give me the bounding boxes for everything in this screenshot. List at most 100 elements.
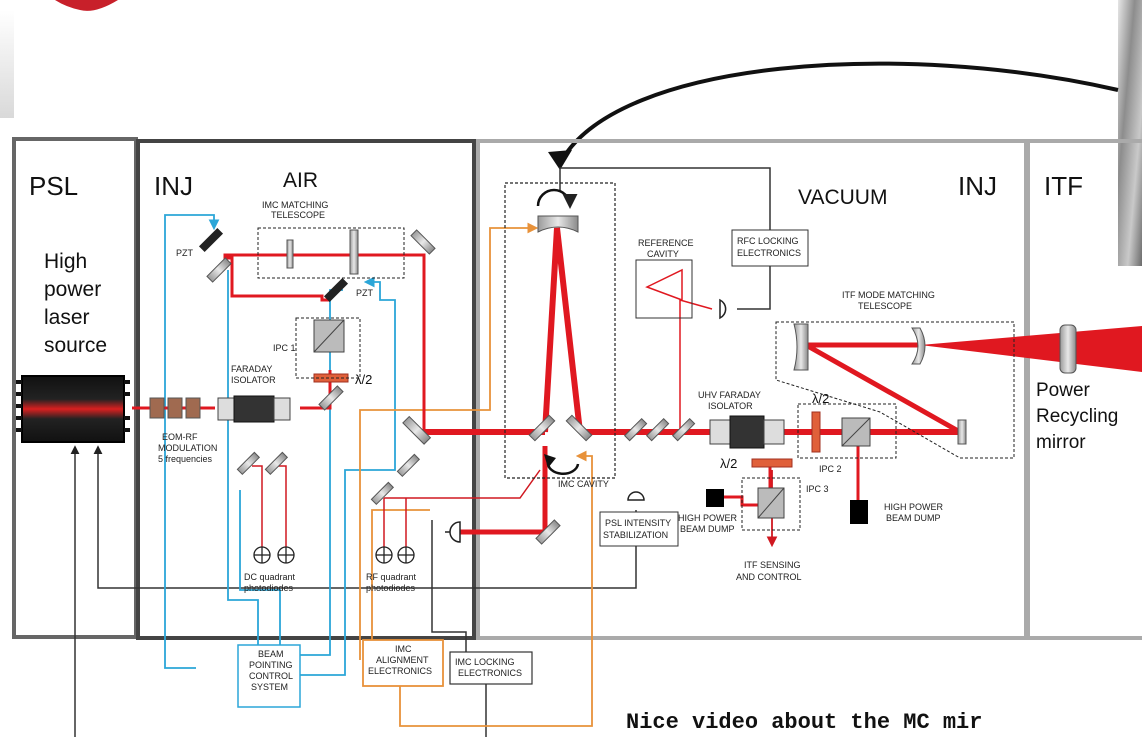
- hp-dump-2-label: HIGH POWER BEAM DUMP: [884, 502, 946, 523]
- imc-end-mirror: [537, 215, 579, 233]
- dc-quadrant-label: DC quadrant photodiodes: [244, 572, 298, 593]
- eom-rf-modulators: [149, 397, 201, 419]
- inj-vacuum-title: INJ: [958, 171, 997, 201]
- image-edge: [0, 10, 14, 118]
- hp-beam-dump-1: [706, 489, 724, 507]
- pzt-2-label: PZT: [356, 288, 374, 298]
- uhv-faraday-isolator: [709, 415, 785, 449]
- curved-arrow: [560, 61, 1119, 162]
- imc-locking-feed: [431, 520, 467, 655]
- pzt-mirror-2: [323, 277, 349, 303]
- beam-pointing-label: BEAM POINTING CONTROL SYSTEM: [249, 649, 295, 692]
- lambda-half-3-label: λ/2: [720, 456, 737, 471]
- orange-feedback-1: [359, 222, 539, 660]
- blue-pzt-1: [164, 214, 220, 669]
- imc-input-mirrors: [528, 414, 593, 545]
- orange-feedback-3: [399, 450, 593, 727]
- pzt-mirror-1: [198, 227, 224, 253]
- rf-pickoff-line: [384, 469, 541, 499]
- beam-imc-cavity: [542, 227, 583, 433]
- itf-description: Power Recycling mirror: [1036, 380, 1124, 453]
- rfc-locking-label: RFC LOCKING ELECTRONICS: [737, 236, 801, 258]
- faraday-label: FARADAY ISOLATOR: [231, 364, 276, 385]
- half-wave-plate-3: [751, 458, 793, 468]
- ipc1-box: [295, 317, 361, 379]
- vacuum-title: VACUUM: [798, 186, 887, 209]
- reference-cavity-label: REFERENCE CAVITY: [638, 238, 696, 259]
- blue-pzt-2: [300, 276, 396, 676]
- air-mirrors: [206, 229, 436, 506]
- ipc2-label: IPC 2: [819, 464, 842, 474]
- itf-frame: [1026, 139, 1142, 640]
- beam-faraday-out: [300, 370, 332, 410]
- eom-label: EOM-RF MODULATION 5 frequencies: [158, 432, 220, 464]
- blue-feedback-1: [227, 270, 259, 645]
- beam-ref-cavity: [645, 268, 683, 302]
- uhv-faraday-label: UHV FARADAY ISOLATOR: [698, 390, 763, 411]
- reference-cavity-box: [635, 259, 693, 319]
- hp-beam-dump-2: [850, 500, 868, 524]
- imc-matching-label: IMC MATCHING TELESCOPE: [262, 200, 331, 220]
- curved-arrow-head: [548, 150, 572, 170]
- faraday-isolator: [217, 395, 291, 423]
- inj-air-frame: [136, 139, 476, 640]
- rfc-locking-box: [731, 229, 809, 267]
- blue-feedback-2: [239, 490, 281, 645]
- imc-matching-telescope-box: [257, 227, 405, 279]
- dc-quadrant-feed-1: [252, 465, 263, 548]
- ipc1-label: IPC 1: [273, 343, 296, 353]
- imc-cavity-box: [504, 182, 616, 479]
- psl-control-loop: [93, 445, 637, 589]
- half-wave-plate-2: [811, 411, 821, 453]
- itf-sensing-label: ITF SENSING AND CONTROL: [736, 560, 803, 582]
- itf-title: ITF: [1044, 171, 1083, 201]
- beam-pointing-box: [237, 644, 301, 708]
- rfc-loop: [559, 167, 771, 310]
- rf-quadrant-label: RF quadrant photodiodes: [366, 572, 419, 593]
- rf-quadrant-photodiodes: [375, 546, 415, 564]
- video-caption: Nice video about the MC mir: [626, 710, 982, 735]
- dc-quadrant-feed-2: [278, 465, 287, 548]
- imc-alignment-box: [362, 639, 444, 687]
- laser-source-body: [21, 375, 125, 443]
- laser-source-fins: [16, 380, 130, 432]
- logo-fragment: [55, 0, 118, 11]
- hp-dump-1-label: HIGH POWER BEAM DUMP: [678, 513, 740, 534]
- beam-itf-mm-1: [796, 342, 962, 435]
- imc-rotation-arrow-bottom: [546, 461, 580, 476]
- imc-locking-box: [449, 651, 533, 685]
- imc-locking-detector: [449, 521, 461, 543]
- itf-mode-matching-box: [775, 321, 1015, 459]
- ipc2-box: [797, 403, 897, 459]
- reference-cavity-detector: [719, 298, 727, 320]
- ipc3-label: IPC 3: [806, 484, 829, 494]
- orange-feedback-4: [371, 509, 430, 660]
- imc-locking-label: IMC LOCKING ELECTRONICS: [455, 657, 522, 678]
- telescope-lens-2: [349, 229, 359, 275]
- pzt-1-label: PZT: [176, 248, 194, 258]
- inj-air-title: INJ: [154, 171, 193, 201]
- psl-intensity-label: PSL INTENSITY STABILIZATION: [603, 518, 674, 540]
- itf-mm-mirror-1: [793, 323, 809, 371]
- imc-cavity-label: IMC CAVITY: [558, 479, 609, 489]
- itf-mode-matching-label: ITF MODE MATCHING TELESCOPE: [842, 290, 937, 311]
- psl-description: High power laser source: [44, 250, 107, 357]
- mc-mirror-photo: [1118, 0, 1142, 266]
- power-recycling-mirror: [1059, 324, 1077, 374]
- beam-itf-taper: [920, 326, 1142, 372]
- psl-intensity-box: [599, 511, 679, 547]
- vacuum-steering-mirrors: [623, 417, 696, 442]
- beam-ref-pickoff: [679, 299, 713, 432]
- psl-title: PSL: [29, 171, 78, 201]
- imc-rotation-arrow-bottom-head: [544, 454, 556, 468]
- itf-mm-end-mirror: [957, 419, 967, 445]
- imc-alignment-label: IMC ALIGNMENT ELECTRONICS: [368, 644, 432, 676]
- air-title: AIR: [283, 169, 318, 192]
- telescope-lens-1: [286, 239, 294, 269]
- imc-rotation-arrow-top: [536, 188, 578, 209]
- lambda-half-1-label: λ/2: [355, 372, 372, 387]
- itf-mm-mirror-2: [911, 327, 926, 365]
- dc-quadrant-photodiodes: [253, 546, 295, 564]
- psl-intensity-detector: [627, 491, 645, 501]
